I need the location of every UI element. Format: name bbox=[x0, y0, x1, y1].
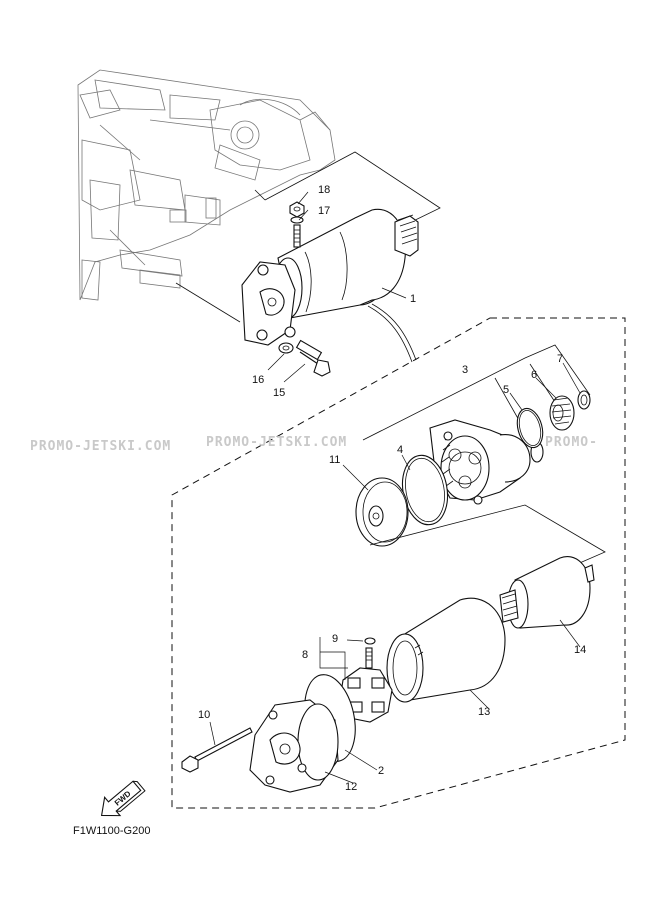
leader-lines bbox=[209, 191, 581, 784]
stud-17 bbox=[290, 216, 304, 248]
callout-11: 11 bbox=[329, 454, 340, 466]
o-ring-9 bbox=[364, 637, 376, 645]
callout-13: 13 bbox=[478, 706, 490, 718]
callout-4: 4 bbox=[397, 444, 403, 456]
watermark-text: PROMO-JETSKI.COM bbox=[206, 435, 347, 450]
cover-plate-11 bbox=[355, 477, 409, 547]
watermark-text: PROMO- bbox=[545, 435, 598, 450]
pinion-gear-6 bbox=[549, 395, 575, 431]
callout-18: 18 bbox=[318, 184, 330, 196]
brush-holder-8 bbox=[339, 647, 393, 723]
rear-cover-12 bbox=[249, 699, 339, 793]
yoke-13 bbox=[386, 597, 506, 703]
callout-12: 12 bbox=[345, 781, 357, 793]
callout-2: 2 bbox=[378, 765, 384, 777]
callout-7: 7 bbox=[557, 353, 563, 365]
callout-14: 14 bbox=[574, 644, 586, 656]
engine-block bbox=[77, 69, 336, 301]
callout-3: 3 bbox=[462, 364, 468, 376]
exploded-view-boundary bbox=[171, 317, 626, 809]
bolt-15 bbox=[295, 339, 331, 377]
through-bolt-10 bbox=[181, 727, 253, 773]
callout-9: 9 bbox=[332, 633, 338, 645]
callout-16: 16 bbox=[252, 374, 264, 386]
nut-18 bbox=[289, 201, 305, 218]
starter-motor-assembly bbox=[241, 208, 419, 363]
callout-6: 6 bbox=[531, 369, 537, 381]
callout-1: 1 bbox=[410, 293, 416, 305]
armature-14 bbox=[499, 556, 595, 629]
watermark-text: PROMO-JETSKI.COM bbox=[30, 439, 171, 454]
callout-5: 5 bbox=[503, 384, 509, 396]
clip-7 bbox=[577, 390, 591, 410]
armature-guide-lines bbox=[369, 504, 606, 566]
gear-housing-3 bbox=[429, 419, 544, 505]
callout-8: 8 bbox=[302, 649, 308, 661]
callout-10: 10 bbox=[198, 709, 210, 721]
callout-labels: 1 2 3 4 5 6 7 8 9 10 11 12 13 14 15 16 1… bbox=[198, 184, 586, 793]
diagram-code: F1W1100-G200 bbox=[73, 825, 150, 837]
callout-17: 17 bbox=[318, 205, 330, 217]
watermark: PROMO-JETSKI.COM PROMO-JETSKI.COM PROMO- bbox=[30, 435, 598, 454]
fwd-arrow-icon: FWD bbox=[100, 780, 146, 817]
washer-16 bbox=[278, 342, 294, 354]
assembly-guide-lines bbox=[175, 151, 441, 323]
part3-guide-lines bbox=[362, 344, 591, 441]
callout-15: 15 bbox=[273, 387, 285, 399]
